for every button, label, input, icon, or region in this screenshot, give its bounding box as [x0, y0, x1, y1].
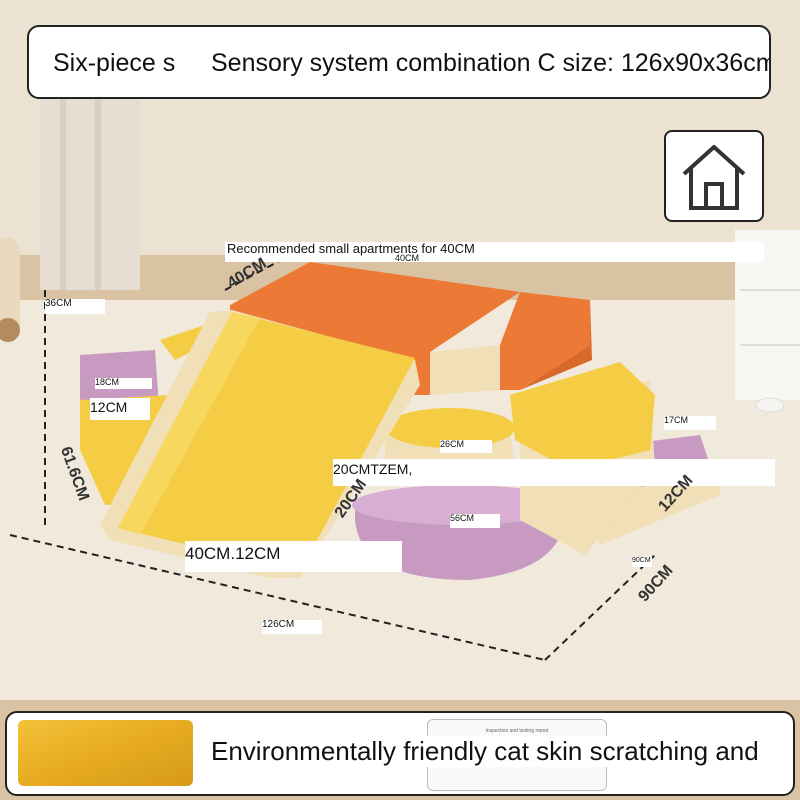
- label-36cm: 36CM: [45, 299, 105, 314]
- footer-text: Environmentally friendly cat skin scratc…: [207, 736, 759, 767]
- label-top-40cm: 40CM: [395, 253, 420, 263]
- title-part-2: Sensory system combination C size: 126x9…: [211, 49, 769, 78]
- title-part-1: Six-piece s: [53, 49, 176, 77]
- house-icon: [682, 145, 746, 210]
- yellow-cylinder: [385, 408, 515, 448]
- home-button[interactable]: [664, 130, 764, 222]
- label-126cm: 126CM: [262, 620, 322, 634]
- label-17cm: 17CM: [664, 416, 716, 430]
- dimension-lines: [9, 249, 656, 661]
- curtain: [40, 90, 140, 290]
- orange-block-small: [500, 292, 590, 390]
- slide: [118, 312, 415, 572]
- label-slide-dims: 40CM.12CM: [185, 541, 402, 572]
- label-20cmtzem: 20CMTZEM,: [333, 459, 775, 486]
- label-12cm: 12CM: [90, 398, 150, 420]
- chair: [0, 237, 20, 339]
- purple-semicircle: [355, 505, 566, 580]
- leather-swatch: [18, 720, 193, 786]
- label-56cm: 56CM: [450, 514, 500, 528]
- title-banner: Six-piece s Sensory system combination C…: [27, 25, 771, 99]
- label-recommended: Recommended small apartments for 40CM: [225, 242, 764, 262]
- yellow-step-right: [510, 362, 655, 470]
- footer-banner: Inspection and testing report Environmen…: [5, 711, 795, 796]
- label-26cm: 26CM: [440, 440, 492, 453]
- label-18cm: 18CM: [95, 378, 152, 389]
- label-90cm-small: 90CM: [632, 557, 652, 567]
- report-title: Inspection and testing report: [485, 728, 549, 734]
